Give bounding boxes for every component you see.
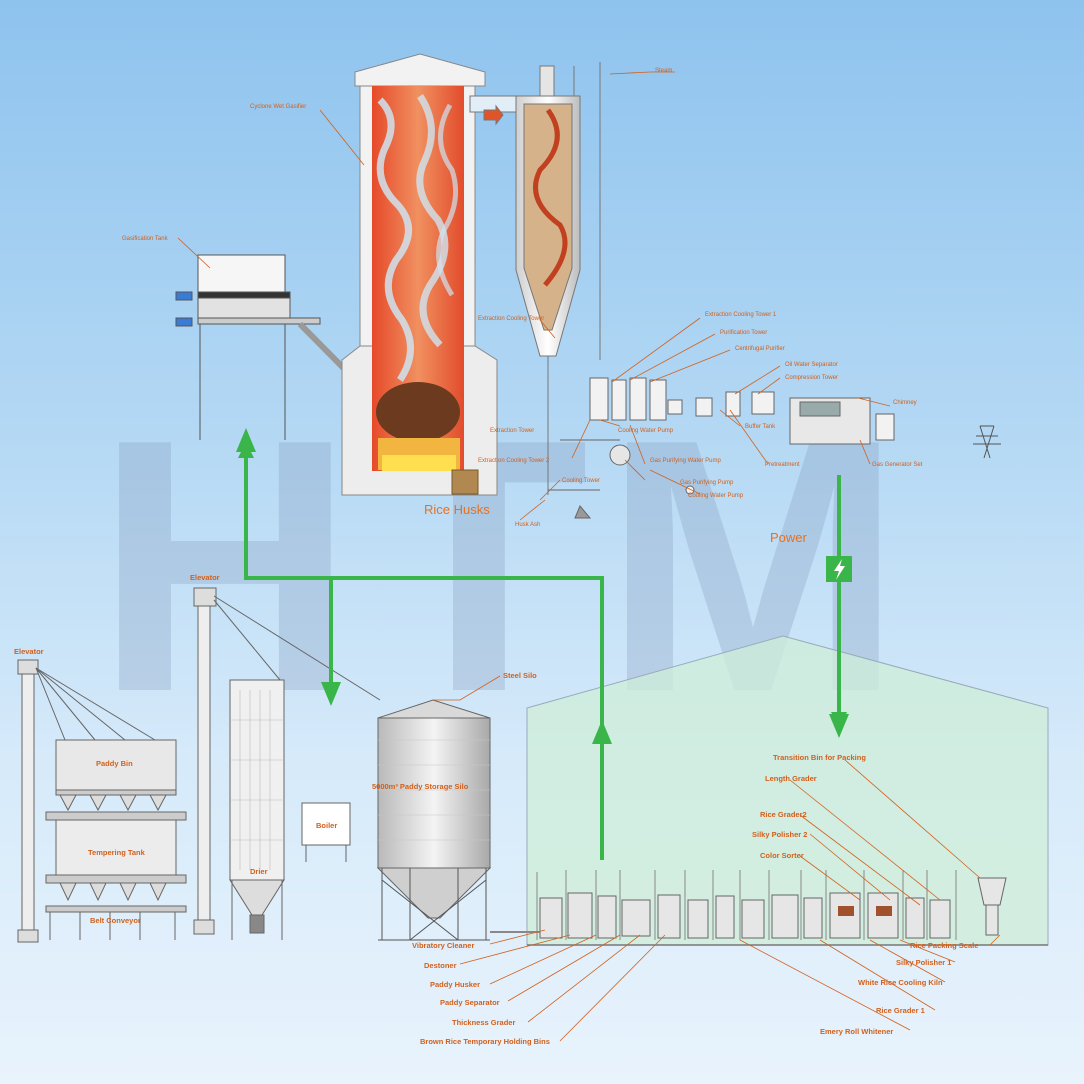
paddy-bins — [35, 667, 187, 940]
label-thickness-grader: Thickness Grader — [452, 1018, 515, 1027]
purification-train — [548, 377, 895, 519]
label-ext-cooling-tower: Extraction Cooling Tower — [478, 316, 544, 322]
bolt-glyph — [834, 559, 845, 580]
label-rice-husks: Rice Husks — [424, 502, 490, 517]
label-silky-polisher-1: Silky Polisher 1 — [896, 958, 951, 967]
leader-lines — [177, 71, 1001, 1042]
mill-building — [526, 635, 1049, 946]
label-chimney: Chimney — [893, 400, 917, 406]
arrow-up-from-mill — [592, 720, 612, 744]
label-elevator-mid: Elevator — [190, 573, 220, 582]
label-drier: Drier — [250, 867, 268, 876]
label-emery-roll-whitener: Emery Roll Whitener — [820, 1027, 893, 1036]
label-transition-bin: Transition Bin for Packing — [773, 753, 866, 762]
label-oil-water-separator: Oil Water Separator — [785, 362, 838, 368]
rice-husks-sample — [451, 469, 479, 495]
mid-elevator — [193, 587, 381, 935]
label-gas-purifying-water-pump: Gas Purifying Water Pump — [650, 458, 721, 464]
label-ext-cooling-tower-2: Extraction Cooling Tower 2 — [478, 458, 550, 464]
arrow-down-to-boiler — [321, 682, 341, 706]
gasifier-furnace — [341, 53, 498, 496]
arrow-up-to-gasifier — [236, 428, 256, 452]
label-cooling-water-pump-2: Cooling Water Pump — [688, 493, 744, 499]
label-ext-cooling-tower-1: Extraction Cooling Tower 1 — [705, 312, 777, 318]
cyclone — [469, 62, 601, 495]
label-furnace: Cyclone Wet Gasifier — [250, 104, 306, 110]
label-cooling-tower: Cooling Tower — [562, 478, 600, 484]
label-paddy-separator: Paddy Separator — [440, 998, 500, 1007]
label-gas-purifying-pump: Gas Purifying Pump — [680, 480, 734, 486]
label-belt-conveyor: Belt Conveyor — [90, 916, 141, 925]
label-rice-grader-1: Rice Grader 1 — [876, 1006, 925, 1015]
label-buffer-tank: Buffer Tank — [745, 424, 776, 430]
label-gas-generator-set: Gas Generator Set — [872, 462, 923, 468]
label-rice-grader-2: Rice Grader2 — [760, 810, 807, 819]
label-centrifugal-purifier: Centrifugal Purifier — [735, 346, 785, 352]
label-color-sorter: Color Sorter — [760, 851, 804, 860]
label-length-grader: Length Grader — [765, 774, 817, 783]
label-power: Power — [770, 530, 808, 545]
flow-arrows — [238, 442, 847, 860]
label-purification-tower: Purification Tower — [720, 330, 767, 336]
power-tower-icon — [973, 425, 1001, 459]
label-steam: Steam — [655, 68, 672, 74]
arrow-down-to-mill — [829, 714, 849, 738]
label-pretreatment: Pretreatment — [765, 462, 800, 468]
label-husk-ash: Husk Ash — [515, 522, 540, 528]
label-silky-polisher-2: Silky Polisher 2 — [752, 830, 807, 839]
label-cooling-water-pump: Cooling Water Pump — [618, 428, 674, 434]
label-steel-silo: Steel Silo — [503, 671, 537, 680]
label-brown-rice-bins: Brown Rice Temporary Holding Bins — [420, 1037, 550, 1046]
label-tempering-tank: Tempering Tank — [88, 848, 146, 857]
label-rice-packing-scale: Rice Packing Scale — [910, 941, 978, 950]
label-extraction-tower: Extraction Tower — [490, 428, 534, 434]
label-vibratory-cleaner: Vibratory Cleaner — [412, 941, 474, 950]
label-gas-tank: Gasification Tank — [122, 236, 169, 242]
label-destoner: Destoner — [424, 961, 457, 970]
boiler-box — [301, 802, 351, 862]
dryer-tower — [229, 679, 285, 940]
label-boiler: Boiler — [316, 821, 337, 830]
label-compression-tower: Compression Tower — [785, 375, 838, 381]
left-elevator — [17, 659, 39, 943]
label-white-rice-cooling-kiln: White Rice Cooling Kiln — [858, 978, 943, 987]
storage-silo — [376, 699, 492, 941]
mill-machines — [490, 870, 1007, 940]
label-storage-silo: 5000m³ Paddy Storage Silo — [372, 782, 469, 791]
label-paddy-bin: Paddy Bin — [96, 759, 133, 768]
label-elevator-left: Elevator — [14, 647, 44, 656]
label-paddy-husker: Paddy Husker — [430, 980, 480, 989]
